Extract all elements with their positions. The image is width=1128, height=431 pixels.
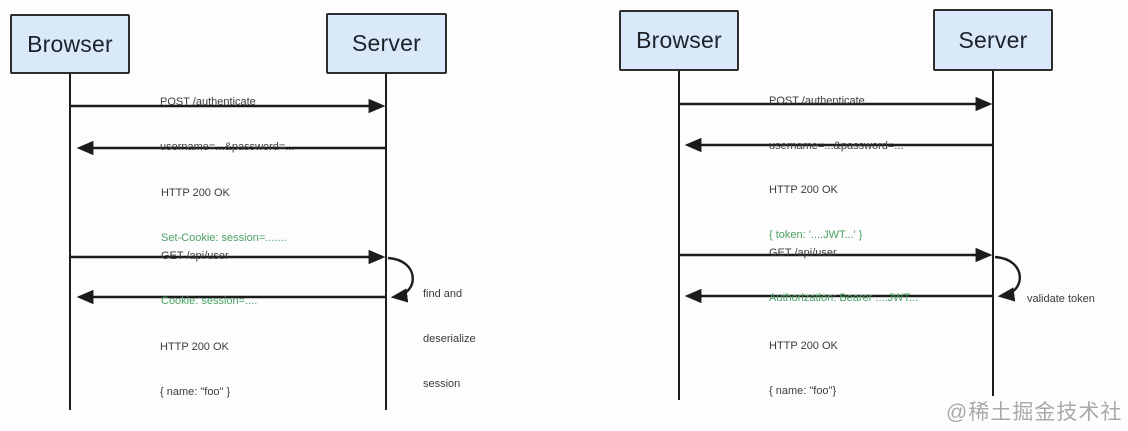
- note-line: session: [423, 378, 461, 390]
- actor-label: Browser: [27, 30, 113, 57]
- message-get-api-user-right: GET /api/user Authorization: Bearer ....…: [769, 216, 918, 336]
- message-line2: { name: "foo" }: [160, 386, 231, 398]
- actor-label: Server: [352, 30, 421, 56]
- actor-label: Server: [958, 26, 1028, 53]
- server-action-note-left: find and deserialize session: [423, 257, 476, 422]
- actor-box-server-left: Server: [326, 13, 447, 74]
- message-line2-highlight: Authorization: Bearer ....JWT...: [769, 292, 919, 304]
- note-line: deserialize: [423, 333, 476, 345]
- self-loop-deserialize-session: [387, 256, 414, 303]
- message-line2-highlight: Cookie: session=....: [161, 295, 258, 307]
- actor-box-browser-left: Browser: [10, 14, 130, 74]
- message-line2: username=...&password=...: [769, 140, 904, 152]
- message-post-authenticate-right: POST /authenticate username=...&password…: [769, 64, 904, 184]
- message-line1: HTTP 200 OK: [161, 187, 230, 199]
- actor-box-server-right: Server: [933, 9, 1053, 71]
- message-post-authenticate-left: POST /authenticate username=...&password…: [160, 65, 295, 185]
- message-line1: GET /api/user: [769, 247, 837, 259]
- message-200-name-foo-right: HTTP 200 OK { name: "foo"}: [769, 309, 838, 429]
- actor-label: Browser: [636, 27, 722, 53]
- note-line: find and: [423, 288, 463, 300]
- server-action-note-right: validate token: [1027, 262, 1095, 337]
- message-200-setcookie-left: HTTP 200 OK Set-Cookie: session=.......: [161, 156, 287, 276]
- message-line1: POST /authenticate: [160, 96, 256, 108]
- message-get-api-user-left: GET /api/user Cookie: session=....: [161, 219, 257, 339]
- message-200-token-right: HTTP 200 OK { token: '....JWT...' }: [769, 153, 862, 273]
- message-line1: HTTP 200 OK: [769, 184, 838, 196]
- message-line2: username=...&password=...: [160, 141, 295, 153]
- message-line1: GET /api/user: [161, 250, 229, 262]
- message-line2-highlight: Set-Cookie: session=.......: [161, 232, 287, 244]
- message-line2-highlight: { token: '....JWT...' }: [769, 229, 863, 241]
- message-line1: HTTP 200 OK: [160, 341, 229, 353]
- message-200-name-foo-left: HTTP 200 OK { name: "foo" }: [160, 310, 230, 430]
- actor-box-browser-right: Browser: [619, 10, 739, 71]
- message-line1: HTTP 200 OK: [769, 340, 838, 352]
- watermark: @稀土掘金技术社区: [946, 401, 1123, 424]
- message-line1: POST /authenticate: [769, 95, 865, 107]
- self-loop-validate-token: [994, 255, 1021, 302]
- message-line2: { name: "foo"}: [769, 385, 837, 397]
- note-line: validate token: [1027, 293, 1095, 305]
